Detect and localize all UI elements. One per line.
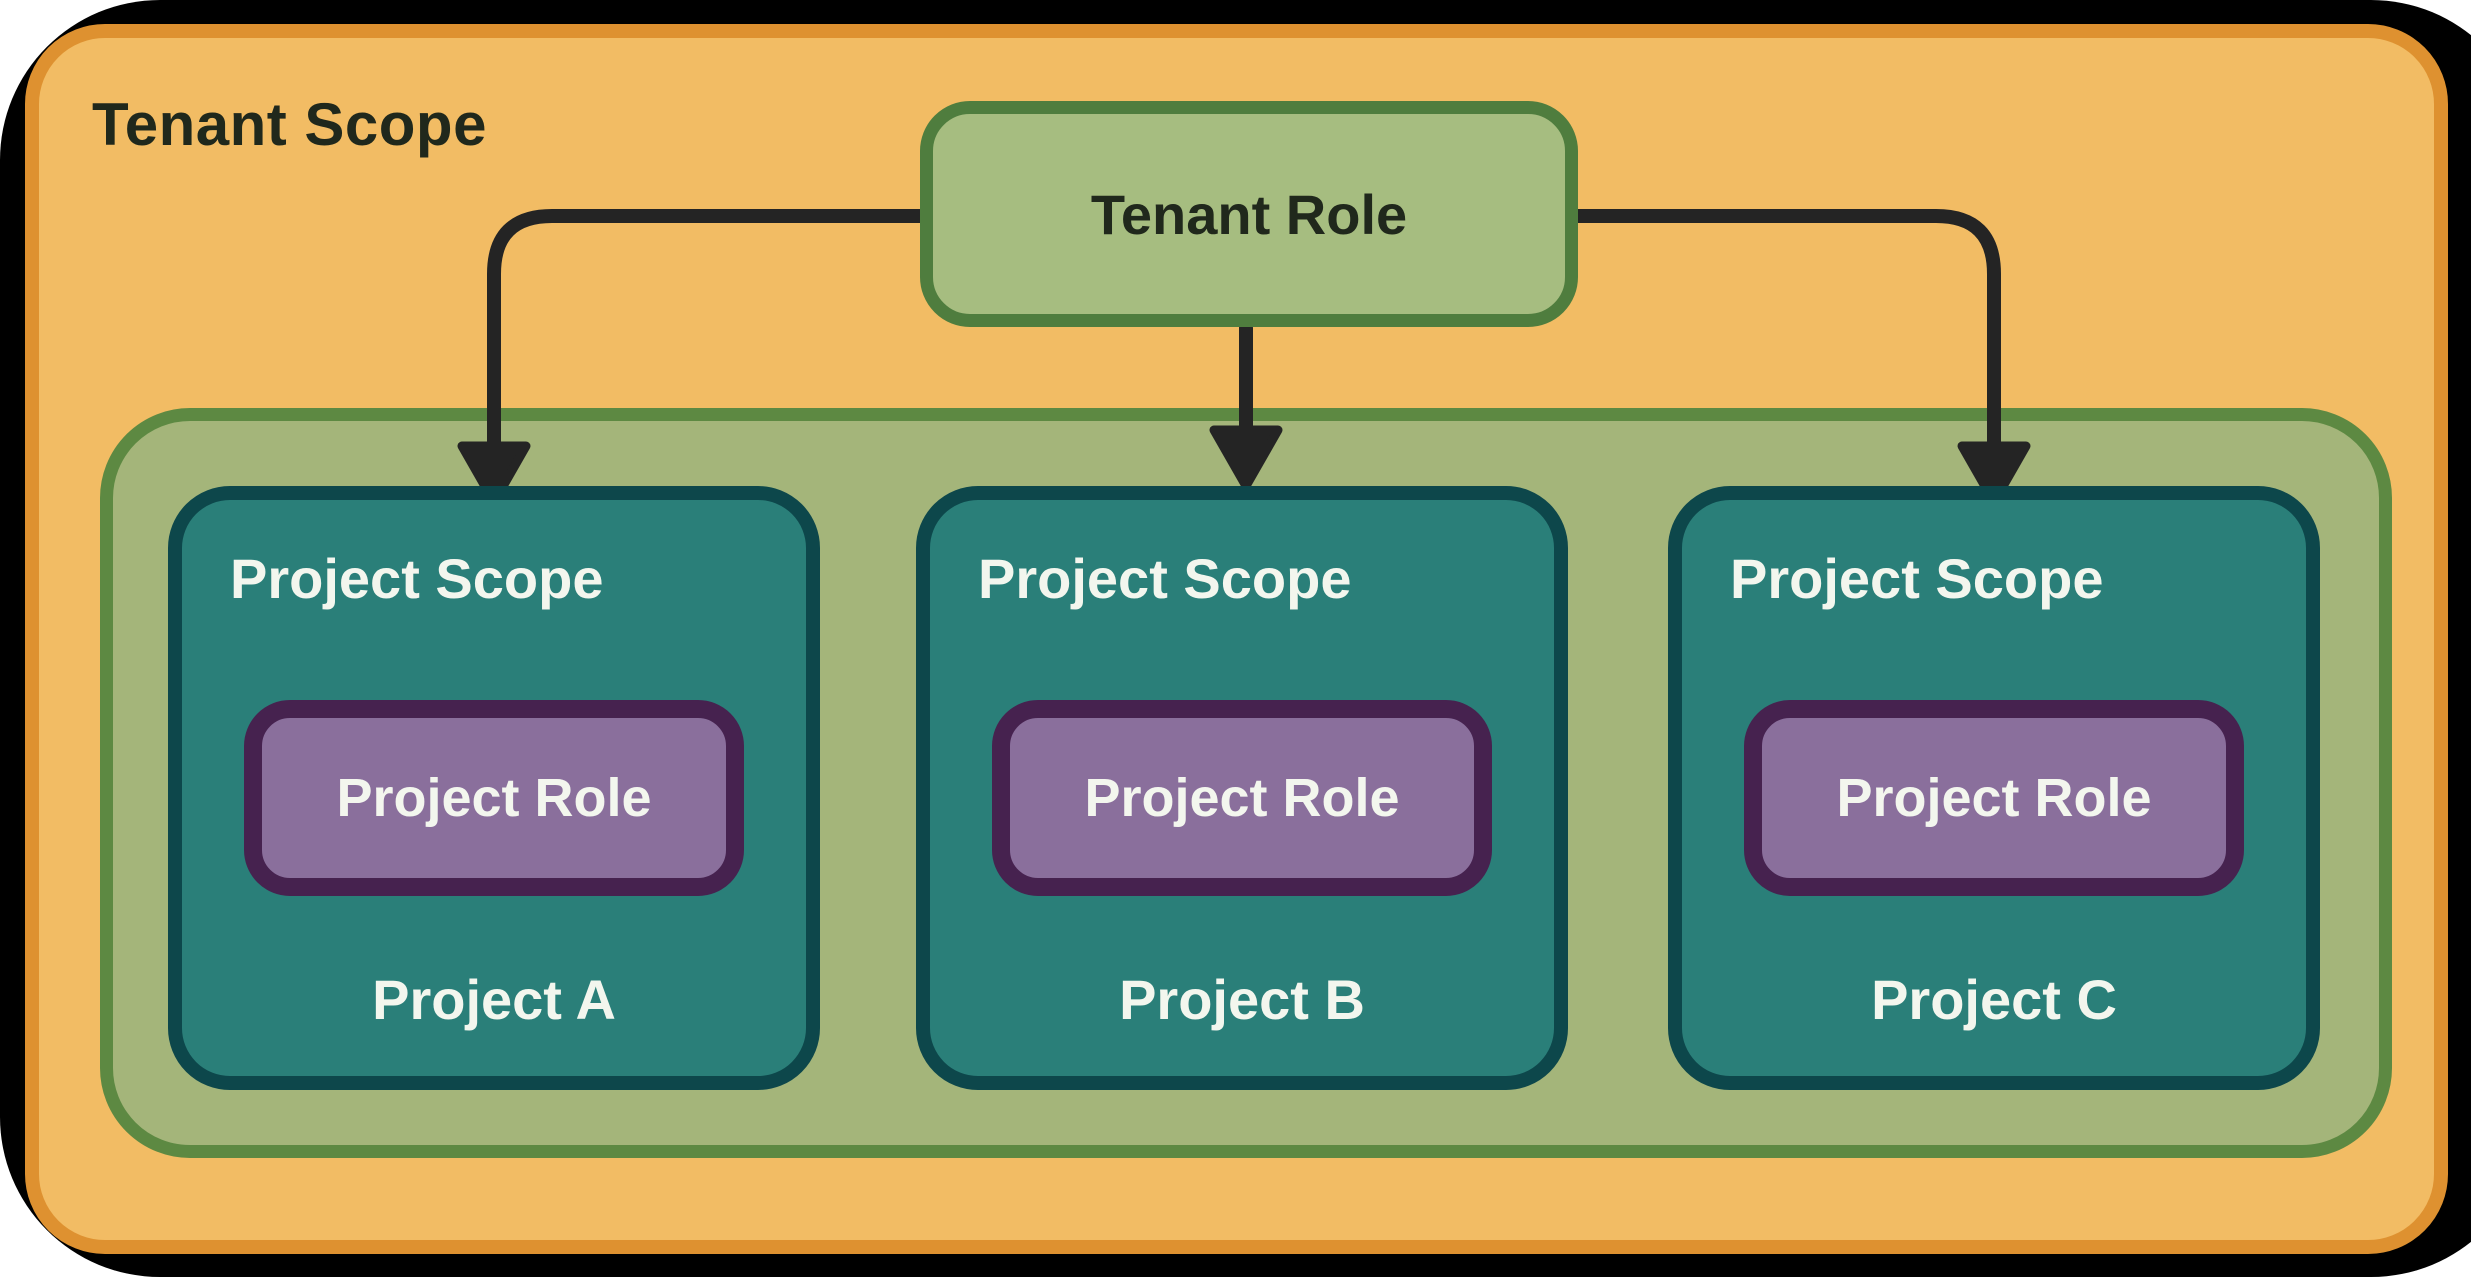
project-role-node: Project Role: [244, 700, 744, 896]
project-name-label: Project C: [1871, 968, 2117, 1031]
project-role-label: Project Role: [1836, 768, 2152, 828]
tenant-role-node: Tenant Role: [920, 101, 1578, 327]
project-scope-label: Project Scope: [1730, 547, 2104, 610]
project-scope-node-a: Project Scope Project Role Project A: [168, 486, 820, 1090]
project-name-label: Project B: [1119, 968, 1365, 1031]
tenant-role-label: Tenant Role: [1090, 182, 1408, 246]
project-scope-label: Project Scope: [230, 547, 604, 610]
tenant-scope-label: Tenant Scope: [92, 91, 487, 158]
project-role-label: Project Role: [1084, 768, 1400, 828]
project-role-node: Project Role: [992, 700, 1492, 896]
project-name-label: Project A: [372, 968, 616, 1031]
project-role-node: Project Role: [1744, 700, 2244, 896]
project-scope-label: Project Scope: [978, 547, 1352, 610]
project-scope-node-b: Project Scope Project Role Project B: [916, 486, 1568, 1090]
project-role-label: Project Role: [336, 768, 652, 828]
project-scope-node-c: Project Scope Project Role Project C: [1668, 486, 2320, 1090]
